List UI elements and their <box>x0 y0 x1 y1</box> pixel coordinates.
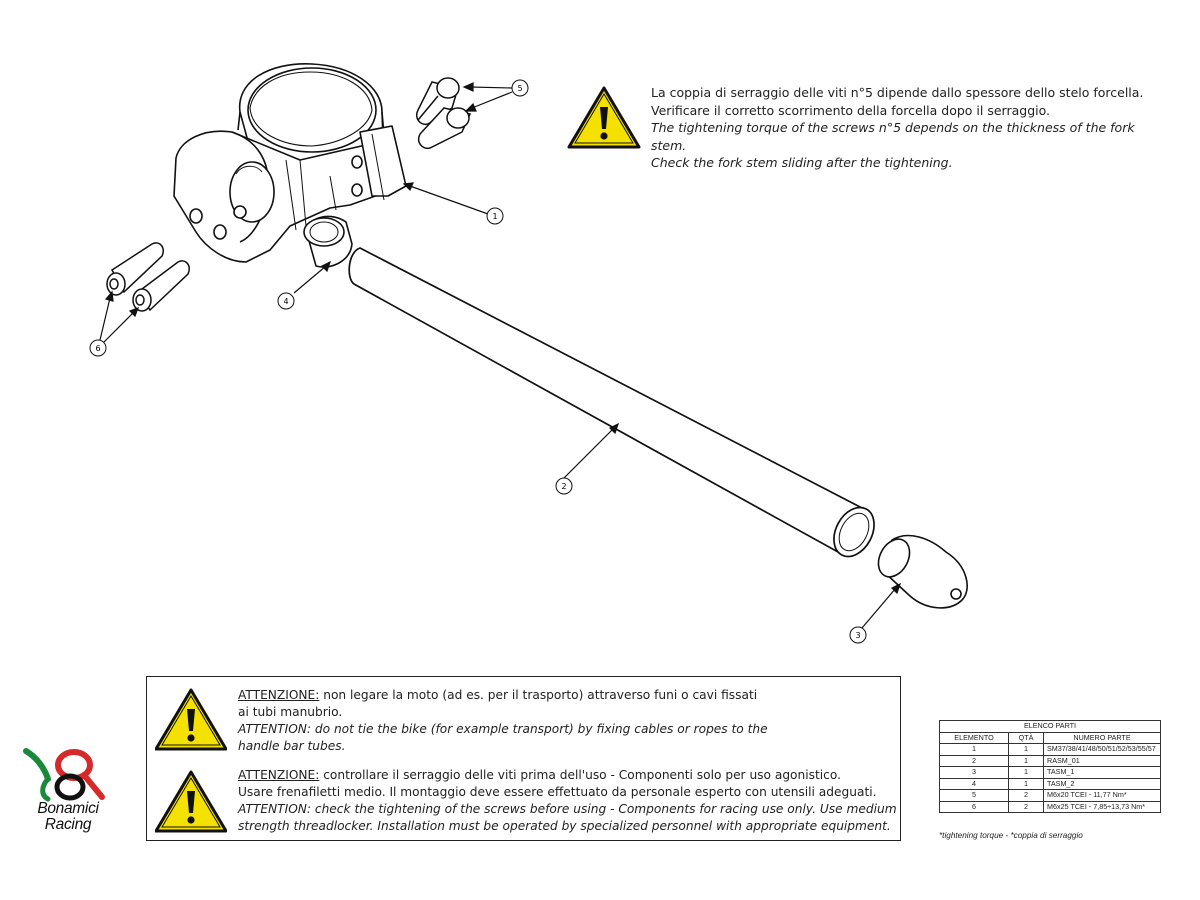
logo-wordmark: Bonamici Racing <box>18 801 118 833</box>
warning-en-text: ATTENTION: do not tie the bike (for exam… <box>238 722 768 736</box>
warning-triangle-icon <box>155 688 227 751</box>
note-en-line-2: Check the fork stem sliding after the ti… <box>651 155 953 170</box>
col-header-element: ELEMENTO <box>939 731 1009 744</box>
warning-it-text: non legare la moto (ad es. per il traspo… <box>319 688 758 702</box>
cell-element: 2 <box>939 754 1009 767</box>
cell-element: 6 <box>939 800 1009 813</box>
end-cap-part-3 <box>877 534 968 609</box>
note-it-line-2: Verificare il corretto scorrimento della… <box>651 102 1051 118</box>
cell-element: 4 <box>939 777 1009 790</box>
parts-list-table: ELENCO PARTI ELEMENTO QTÀ NUMERO PARTE 1… <box>939 720 1161 813</box>
cell-qty: 2 <box>1008 800 1044 813</box>
callout-2: 2 <box>555 477 573 495</box>
cell-element: 5 <box>939 789 1009 802</box>
callout-4: 4 <box>277 292 295 310</box>
warning-heading: ATTENZIONE: <box>238 768 320 782</box>
screw-part-6-upper <box>106 242 164 296</box>
callout-1: 1 <box>486 207 504 225</box>
warning-triangle-icon <box>155 770 227 833</box>
warning-en-text-2: handle bar tubes. <box>238 739 346 753</box>
fork-clamp-part-1 <box>173 63 407 263</box>
cell-part-number: M6x20 TCEI - 11,77 Nm* <box>1043 789 1161 802</box>
screw-part-6-lower <box>132 260 190 312</box>
warnings-box: ATTENZIONE: non legare la moto (ad es. p… <box>146 676 901 841</box>
warning-it-text-2: Usare frenafiletti medio. Il montaggio d… <box>238 785 877 799</box>
cell-part-number: RASM_01 <box>1043 754 1161 767</box>
transport-warning: ATTENZIONE: non legare la moto (ad es. p… <box>238 687 898 755</box>
plug-part-4 <box>303 215 353 268</box>
screw-part-5-lower <box>418 107 472 150</box>
cell-qty: 1 <box>1008 754 1044 767</box>
cell-part-number: TASM_2 <box>1043 777 1161 790</box>
cell-element: 1 <box>939 743 1009 756</box>
leader-lines <box>99 82 902 629</box>
warning-it-text-2: ai tubi manubrio. <box>238 705 343 719</box>
tightening-warning: ATTENZIONE: controllare il serraggio del… <box>238 767 898 835</box>
svg-text:6: 6 <box>95 344 100 353</box>
logo-line-1: Bonamici <box>37 800 99 817</box>
handlebar-tube-part-2 <box>348 247 875 558</box>
torque-footnote: *tightening torque - *coppia di serraggi… <box>939 831 1083 840</box>
warning-it-text: controllare il serraggio delle viti prim… <box>319 768 841 782</box>
svg-text:1: 1 <box>492 212 497 221</box>
warning-en-text: ATTENTION: check the tightening of the s… <box>238 802 897 816</box>
bonamici-racing-logo <box>23 748 105 802</box>
callout-5: 5 <box>511 79 529 97</box>
callout-3: 3 <box>849 626 867 644</box>
parts-table-title: ELENCO PARTI <box>939 720 1161 733</box>
cell-qty: 2 <box>1008 789 1044 802</box>
col-header-part-number: NUMERO PARTE <box>1043 731 1161 744</box>
fork-stem-torque-note: La coppia di serraggio delle viti n°5 di… <box>651 84 1171 172</box>
col-header-qty: QTÀ <box>1008 731 1044 744</box>
svg-text:3: 3 <box>855 631 860 640</box>
logo-line-2: Racing <box>44 816 92 833</box>
warning-triangle-icon <box>567 86 641 149</box>
warning-en-text-2: strength threadlocker. Installation must… <box>238 819 891 833</box>
svg-text:4: 4 <box>283 297 288 306</box>
note-it-line-1: La coppia di serraggio delle viti n°5 di… <box>651 85 1144 100</box>
svg-text:2: 2 <box>561 482 566 491</box>
cell-element: 3 <box>939 766 1009 779</box>
cell-qty: 1 <box>1008 777 1044 790</box>
cell-qty: 1 <box>1008 743 1044 756</box>
warning-heading: ATTENZIONE: <box>238 688 320 702</box>
callout-6: 6 <box>89 339 107 357</box>
cell-part-number: M6x25 TCEI - 7,85÷13,73 Nm* <box>1043 800 1161 813</box>
cell-part-number: SM37/38/41/48/50/51/52/53/55/57 <box>1043 743 1161 756</box>
svg-text:5: 5 <box>517 84 522 93</box>
note-en-line-1: The tightening torque of the screws n°5 … <box>651 120 1135 153</box>
cell-qty: 1 <box>1008 766 1044 779</box>
cell-part-number: TASM_1 <box>1043 766 1161 779</box>
